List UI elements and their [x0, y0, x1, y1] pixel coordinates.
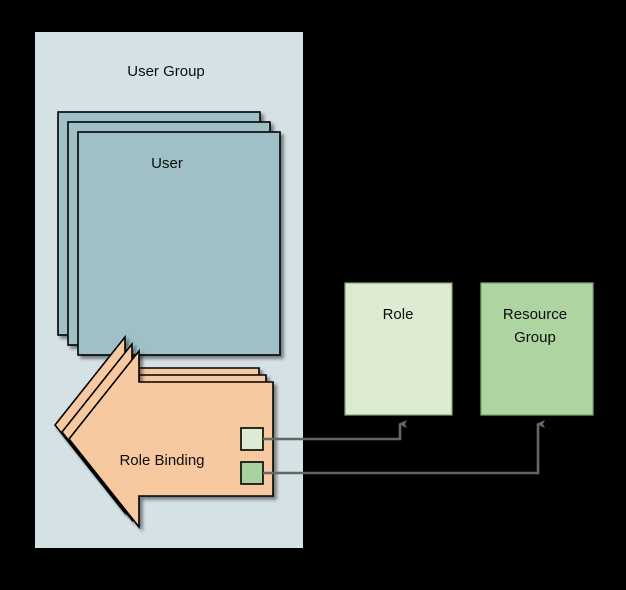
user-group-label: User Group [127, 63, 205, 80]
resource-group-label-line1: Resource [503, 306, 567, 323]
connector-rolebinding-to-role[interactable] [263, 420, 407, 441]
resource-group-box[interactable] [480, 282, 594, 416]
user-stack[interactable]: User [57, 111, 281, 356]
resource-group-label-line2: Group [514, 329, 556, 346]
connector-rolebinding-to-resource-group[interactable] [263, 420, 545, 475]
role-binding-label: Role Binding [119, 452, 204, 469]
connector-group [263, 420, 545, 475]
role-port-square[interactable] [240, 427, 264, 451]
user-card-front[interactable] [77, 131, 281, 356]
role-binding-shape-front[interactable] [67, 348, 274, 530]
role-box[interactable] [344, 282, 453, 416]
user-label: User [151, 155, 183, 172]
role-label: Role [383, 306, 414, 323]
role-binding-stack[interactable]: Role Binding [53, 334, 274, 530]
resource-group-port-square[interactable] [240, 461, 264, 485]
role-node[interactable]: Role [344, 282, 453, 416]
resource-group-node[interactable]: Resource Group [480, 282, 594, 416]
